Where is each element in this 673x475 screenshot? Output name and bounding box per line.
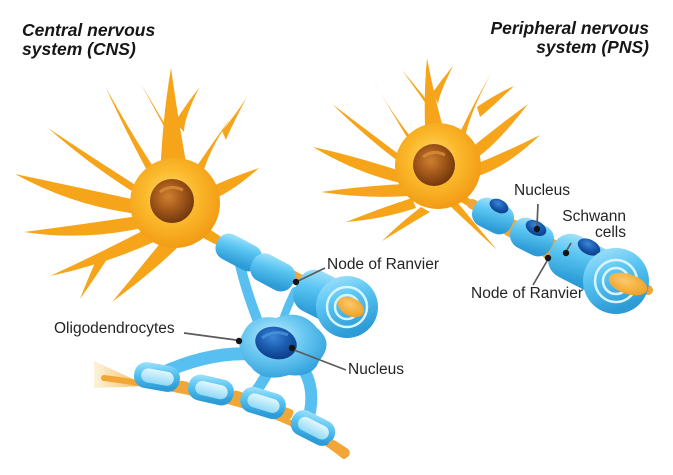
cns-soma-nucleus [150,179,194,223]
pns-axon-core [608,272,648,296]
label-node-of-ranvier-pns: Node of Ranvier [471,285,584,302]
pointer-lines [183,203,572,371]
pns-soma-nucleus-highlight [422,150,446,159]
cns-axon-core [337,296,365,318]
cns-myelin-cross-section [316,276,378,338]
cns-title: Central nervous system (CNS) [22,20,156,60]
pns-myelin-cross-section [583,248,649,314]
pns-soma-nucleus [413,144,455,186]
label-nucleus-cns: Nucleus [348,361,404,378]
pns-dendrites [313,58,540,250]
label-schwann-cells: Schwann cells [562,208,626,242]
cns-neuron [15,68,378,459]
pointer-dots [235,225,570,352]
label-node-of-ranvier-cns: Node of Ranvier [327,256,440,273]
label-oligodendrocytes: Oligodendrocytes [54,320,175,337]
cns-soma-nucleus-highlight [159,185,184,194]
label-nucleus-pns: Nucleus [514,182,570,199]
pns-neuron [313,58,653,314]
oligodendrocyte-nucleus-highlight [261,331,289,340]
cns-bottom-axon [94,361,350,459]
axon-stub [328,440,350,458]
pns-title: Peripheral nervous system (PNS) [490,18,649,58]
